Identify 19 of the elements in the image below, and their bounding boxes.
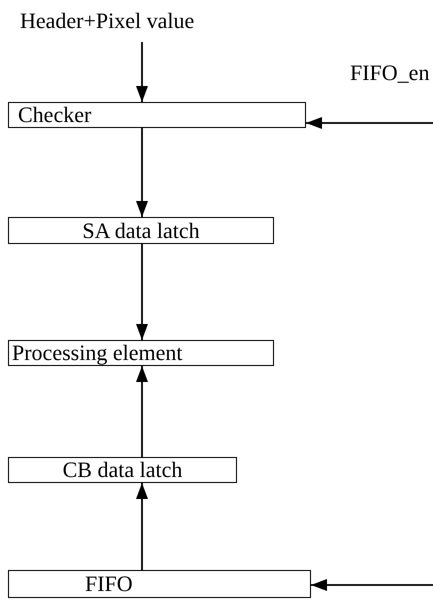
- process-box: [8, 570, 311, 598]
- arrow: [136, 366, 148, 457]
- process-box: [8, 340, 274, 366]
- arrow: [306, 117, 433, 129]
- arrow: [136, 128, 148, 217]
- input-label: Header+Pixel value: [20, 10, 194, 32]
- box-label: Checker: [18, 104, 92, 126]
- process-box: [8, 457, 237, 483]
- box-label: SA data latch: [82, 220, 200, 242]
- arrow: [136, 42, 148, 102]
- arrow: [136, 244, 148, 340]
- signal-label: FIFO_en: [350, 62, 430, 84]
- arrow: [311, 579, 433, 591]
- box-label: FIFO: [85, 573, 133, 595]
- process-box: [8, 102, 306, 128]
- box-label: Processing element: [12, 342, 182, 364]
- process-box: [8, 217, 274, 244]
- arrow: [136, 483, 148, 570]
- box-label: CB data latch: [62, 459, 182, 481]
